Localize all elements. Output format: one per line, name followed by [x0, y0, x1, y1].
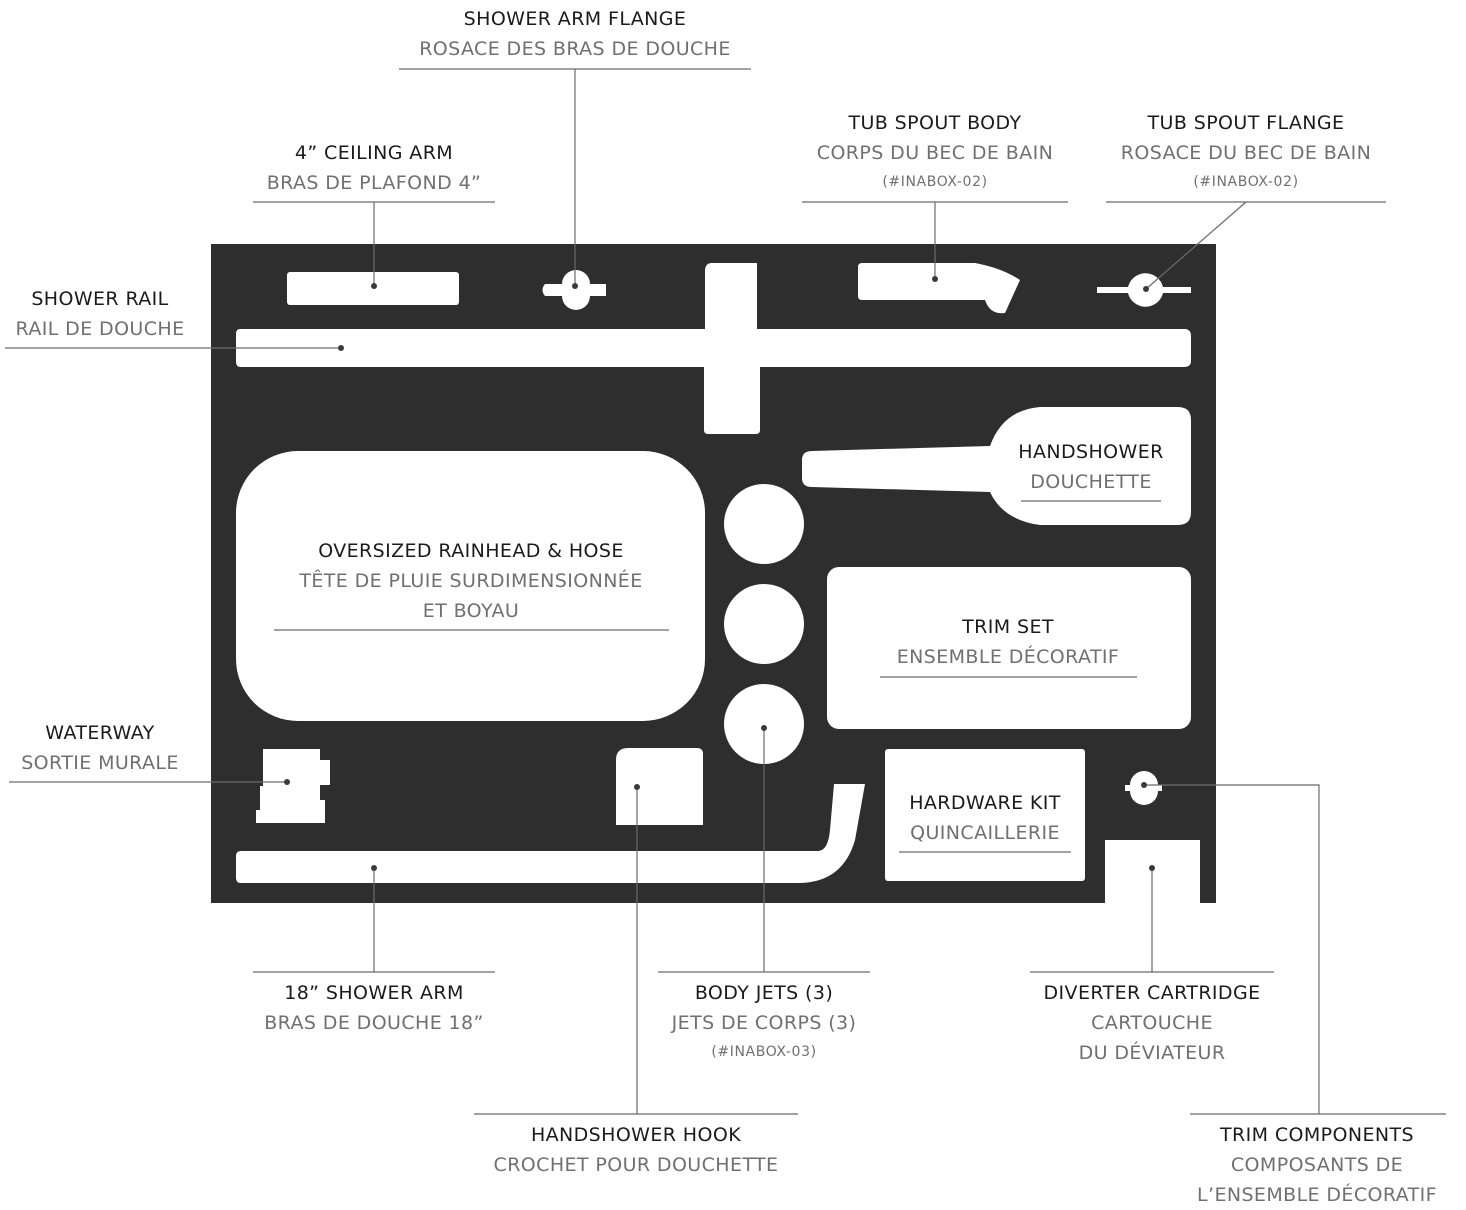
label-fr: RAIL DE DOUCHE — [15, 318, 185, 340]
leader-lines — [5, 68, 1446, 1115]
handshower-hook-cutout — [616, 748, 703, 825]
leader-line — [1144, 784, 1320, 1114]
label-shower-arm-flange: SHOWER ARM FLANGE ROSACE DES BRAS DE DOU… — [375, 4, 775, 64]
label-en: HARDWARE KIT — [909, 792, 1061, 814]
body-jet-cutout — [724, 684, 804, 764]
label-handshower-hook: HANDSHOWER HOOK CROCHET POUR DOUCHETTE — [436, 1120, 836, 1180]
trim-components-cutout — [1125, 771, 1162, 805]
label-fr: CARTOUCHE — [1091, 1012, 1213, 1034]
label-fr: QUINCAILLERIE — [910, 822, 1060, 844]
leader-dot — [634, 784, 640, 790]
label-fr-line2: L’ENSEMBLE DÉCORATIF — [1197, 1184, 1437, 1206]
tub-spout-body-cutout — [858, 263, 1020, 314]
label-code: (#INABOX-02) — [1193, 174, 1299, 190]
label-fr: DOUCHETTE — [1030, 471, 1152, 493]
label-en: SHOWER RAIL — [31, 288, 169, 310]
label-diverter-cartridge: DIVERTER CARTRIDGE CARTOUCHE DU DÉVIATEU… — [1002, 978, 1302, 1068]
shower-arm-flange-cutout — [542, 270, 606, 310]
label-en: DIVERTER CARTRIDGE — [1043, 982, 1261, 1004]
label-fr: ROSACE DU BEC DE BAIN — [1120, 142, 1372, 164]
label-en: TUB SPOUT BODY — [848, 112, 1022, 134]
label-rainhead: OVERSIZED RAINHEAD & HOSE TÊTE DE PLUIE … — [251, 536, 691, 626]
trim-set-cutout — [827, 567, 1191, 729]
label-fr: CORPS DU BEC DE BAIN — [816, 142, 1054, 164]
rainhead-cutout — [236, 451, 705, 721]
leader-dot — [572, 283, 578, 289]
leader-dot — [1141, 782, 1147, 788]
label-code: (#INABOX-03) — [711, 1044, 817, 1060]
leader-dot — [371, 283, 377, 289]
label-en: 4” CEILING ARM — [294, 142, 454, 164]
leader-dot — [1143, 286, 1149, 292]
label-tub-spout-flange: TUB SPOUT FLANGE ROSACE DU BEC DE BAIN (… — [1096, 108, 1396, 196]
label-en: SHOWER ARM FLANGE — [463, 8, 687, 30]
label-fr: SORTIE MURALE — [21, 752, 179, 774]
label-fr: BRAS DE DOUCHE 18” — [264, 1012, 484, 1034]
label-en: HANDSHOWER — [1018, 441, 1164, 463]
label-shower-arm-18: 18” SHOWER ARM BRAS DE DOUCHE 18” — [224, 978, 524, 1038]
label-en: TUB SPOUT FLANGE — [1147, 112, 1345, 134]
label-fr-line2: ET BOYAU — [422, 600, 520, 622]
label-fr: JETS DE CORPS (3) — [671, 1012, 857, 1034]
leader-dot — [1149, 865, 1155, 871]
leader-dot — [761, 725, 767, 731]
leader-dot — [338, 345, 344, 351]
label-trim-components: TRIM COMPONENTS COMPOSANTS DE L’ENSEMBLE… — [1176, 1120, 1458, 1210]
label-fr: CROCHET POUR DOUCHETTE — [493, 1154, 779, 1176]
label-shower-rail: SHOWER RAIL RAIL DE DOUCHE — [0, 284, 200, 344]
label-fr: ENSEMBLE DÉCORATIF — [896, 646, 1120, 668]
label-en: OVERSIZED RAINHEAD & HOSE — [318, 540, 624, 562]
label-en: 18” SHOWER ARM — [284, 982, 464, 1004]
label-fr: COMPOSANTS DE — [1230, 1154, 1404, 1176]
label-en: BODY JETS (3) — [694, 982, 834, 1004]
body-jet-cutout — [724, 484, 804, 564]
shower-rail-cutout — [236, 263, 1191, 434]
cutouts — [236, 263, 1200, 910]
leader-dots — [284, 276, 1155, 871]
label-waterway: WATERWAY SORTIE MURALE — [0, 718, 200, 778]
label-body-jets: BODY JETS (3) JETS DE CORPS (3) (#INABOX… — [614, 978, 914, 1066]
shower-arm-18-cutout — [236, 784, 865, 883]
label-en: HANDSHOWER HOOK — [530, 1124, 742, 1146]
label-en: TRIM SET — [962, 616, 1054, 638]
label-hardware-kit: HARDWARE KIT QUINCAILLERIE — [885, 788, 1085, 848]
leader-dot — [371, 865, 377, 871]
label-ceiling-arm: 4” CEILING ARM BRAS DE PLAFOND 4” — [224, 138, 524, 198]
label-handshower: HANDSHOWER DOUCHETTE — [1001, 437, 1181, 497]
waterway-cutout — [256, 749, 330, 823]
label-fr: ROSACE DES BRAS DE DOUCHE — [419, 38, 731, 60]
label-code: (#INABOX-02) — [882, 174, 988, 190]
label-fr: BRAS DE PLAFOND 4” — [266, 172, 482, 194]
body-jet-cutout — [724, 584, 804, 664]
label-fr: TÊTE DE PLUIE SURDIMENSIONNÉE — [299, 570, 643, 592]
label-en: TRIM COMPONENTS — [1220, 1124, 1414, 1146]
label-en: WATERWAY — [45, 722, 155, 744]
label-tub-spout-body: TUB SPOUT BODY CORPS DU BEC DE BAIN (#IN… — [785, 108, 1085, 196]
leader-dot — [284, 779, 290, 785]
handshower-cutout — [802, 407, 1191, 525]
label-fr-line2: DU DÉVIATEUR — [1078, 1042, 1226, 1064]
leader-line — [1145, 201, 1247, 290]
label-trim-set: TRIM SET ENSEMBLE DÉCORATIF — [858, 612, 1158, 672]
hardware-kit-cutout — [885, 749, 1085, 881]
leader-dot — [932, 276, 938, 282]
